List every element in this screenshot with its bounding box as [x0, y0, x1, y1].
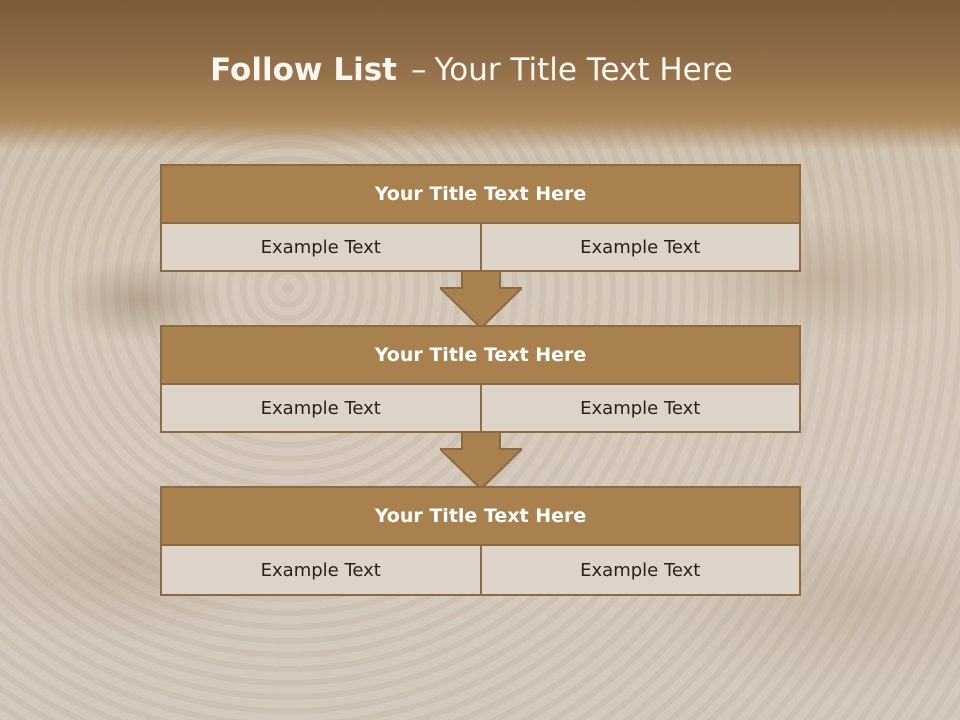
slide-title: Follow List–Your Title Text Here: [0, 52, 943, 88]
header-band: [0, 0, 960, 150]
list-block-3: Your Title Text Here Example Text Exampl…: [160, 486, 801, 596]
block-cell: Example Text: [260, 397, 381, 419]
block-title: Your Title Text Here: [162, 488, 799, 546]
block-cell: Example Text: [479, 385, 800, 431]
down-arrow-icon: [440, 270, 522, 330]
block-cell: Example Text: [479, 224, 800, 270]
block-title: Your Title Text Here: [162, 166, 799, 224]
block-cell: Example Text: [479, 546, 800, 594]
list-block-2: Your Title Text Here Example Text Exampl…: [160, 325, 801, 433]
slide-title-subtitle: Your Title Text Here: [434, 52, 733, 88]
slide-title-separator: –: [410, 52, 427, 88]
block-row: Example Text Example Text: [162, 224, 799, 270]
down-arrow-icon: [440, 431, 522, 491]
block-title: Your Title Text Here: [162, 327, 799, 385]
block-cell: Example Text: [260, 559, 381, 581]
slide-title-main: Follow List: [210, 52, 397, 88]
block-cell: Example Text: [260, 236, 381, 258]
list-block-1: Your Title Text Here Example Text Exampl…: [160, 164, 801, 272]
block-row: Example Text Example Text: [162, 385, 799, 431]
block-row: Example Text Example Text: [162, 546, 799, 594]
